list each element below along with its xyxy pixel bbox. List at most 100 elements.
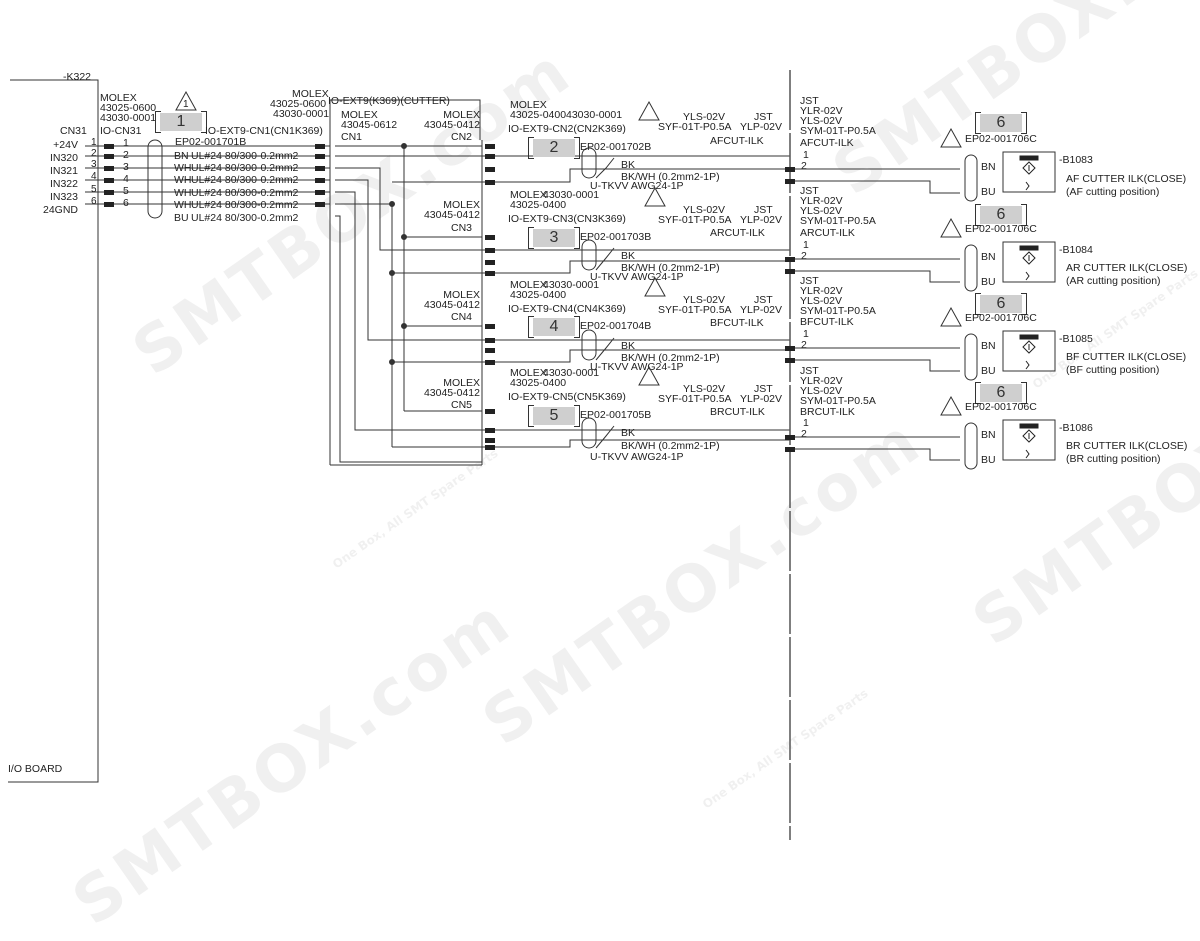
wire-spec: UL#24 80/300-0.2mm2: [191, 174, 299, 186]
ch-far-conn: YLP-02V: [740, 393, 783, 405]
harness-number-badge: 6: [975, 204, 1027, 226]
revision-triangle-icon: [940, 128, 962, 148]
ch-cable: U-TKVV AWG24-1P: [590, 361, 684, 373]
sensor-harness-part: EP02-001706C: [965, 312, 1037, 324]
cable1-harness-part: EP02-001701B: [175, 136, 247, 148]
sensor-desc: (AF cutting position): [1066, 186, 1160, 198]
cn5-maker: MOLEX: [443, 377, 480, 389]
ch-signal: BRCUT-ILK: [710, 406, 765, 418]
cn3-name: CN3: [450, 222, 472, 234]
cn3-maker: MOLEX: [443, 199, 480, 211]
ch-part1: 43025-0400: [510, 109, 567, 121]
sensor-wire2: BU: [981, 365, 996, 377]
ch-maker: MOLEX: [510, 367, 547, 379]
ch-part2: 43030-0001: [566, 109, 623, 121]
pin-number: 1: [803, 328, 809, 340]
ch-part1: 43025-0400: [510, 377, 567, 389]
harness-number-badge: 4: [528, 316, 580, 338]
cable1-maker: MOLEX: [100, 92, 137, 104]
cable1-part2: 43030-0001: [100, 112, 157, 124]
ch-far-conn: YLS-02V: [683, 294, 726, 306]
connector-symbols-outputs: [485, 144, 495, 450]
sensor-ref: -B1084: [1059, 244, 1093, 256]
sensor-wire2: BU: [981, 276, 996, 288]
ch-cable: U-TKVV AWG24-1P: [590, 180, 684, 192]
wire-color: BU: [174, 212, 189, 224]
cn31-label: CN31: [60, 125, 87, 137]
jst-part: YLR-02V: [800, 285, 843, 297]
ch-harness-part: EP02-001704B: [580, 320, 652, 332]
sensor-desc: (AR cutting position): [1066, 275, 1161, 287]
harness-number-badge: 6: [975, 293, 1027, 315]
sensor-harness-part: EP02-001706C: [965, 133, 1037, 145]
ch-wire1: BK: [621, 250, 636, 262]
pin-number: 1: [123, 137, 129, 149]
ch-name: IO-EXT9-CN4(CN4K369): [508, 303, 626, 315]
wire-color: BN: [174, 150, 189, 162]
ch-far-conn: SYF-01T-P0.5A: [658, 393, 732, 405]
ch-far-conn: YLP-02V: [740, 214, 783, 226]
wire-spec: UL#24 80/300-0.2mm2: [191, 162, 299, 174]
jst-part: YLR-02V: [800, 105, 843, 117]
ch-signal: BFCUT-ILK: [710, 317, 764, 329]
pin-number: 5: [91, 184, 97, 195]
pin-number: 2: [801, 339, 807, 351]
sensor-harness-part: EP02-001706C: [965, 223, 1037, 235]
ch-part1: 43025-0400: [510, 289, 567, 301]
ch-wire2: BK/WH (0.2mm2-1P): [621, 262, 720, 274]
jst-part: SYM-01T-P0.5A: [800, 125, 876, 137]
signal-label: IN320: [49, 152, 78, 164]
cable1-right-part2: 43030-0001: [273, 108, 330, 120]
cn5-part: 43045-0412: [423, 387, 480, 399]
connector-symbols-jst: [785, 167, 795, 452]
revision-triangle-icon: [175, 91, 197, 111]
signal-label: IN321: [49, 165, 78, 177]
ch-far-conn: YLP-02V: [740, 304, 783, 316]
ch-name: IO-EXT9-CN5(CN5K369): [508, 391, 626, 403]
pin-number: 1: [803, 417, 809, 429]
wiring-lines: [0, 0, 1200, 900]
ch-maker: MOLEX: [510, 189, 547, 201]
harness-number-badge: 3: [528, 227, 580, 249]
ch-maker: MOLEX: [510, 279, 547, 291]
jst-signal: ARCUT-ILK: [800, 227, 855, 239]
signal-label: 24GND: [42, 204, 78, 216]
ch-far-maker: JST: [754, 294, 773, 306]
sensor-name: AF CUTTER ILK(CLOSE): [1066, 173, 1187, 185]
harness-number-badge: 5: [528, 405, 580, 427]
cn2-maker: MOLEX: [443, 109, 480, 121]
ch-name: IO-EXT9-CN2(CN2K369): [508, 123, 626, 135]
pin-number: 1: [803, 239, 809, 251]
pin-number: 2: [801, 160, 807, 172]
sensor-wire2: BU: [981, 454, 996, 466]
jst-signal: BFCUT-ILK: [800, 316, 854, 328]
ch-far-conn: SYF-01T-P0.5A: [658, 304, 732, 316]
ch-harness-part: EP02-001702B: [580, 141, 652, 153]
harness-number-badge: 6: [975, 382, 1027, 404]
wire-spec: UL#24 80/300-0.2mm2: [191, 150, 299, 162]
cn1-part: 43045-0612: [341, 119, 398, 131]
ch-wire1: BK: [621, 159, 636, 171]
ch-part2: 43030-0001: [543, 189, 600, 201]
ch-part2: 43030-0001: [543, 367, 600, 379]
pin-number: 6: [123, 197, 129, 209]
cable1-name-right: IO-EXT9-CN1(CN1K369): [205, 125, 323, 137]
jst-maker: JST: [800, 365, 819, 377]
io-board-ref: -K322: [63, 71, 92, 83]
jst-part: YLR-02V: [800, 195, 843, 207]
cable1-right-part1: 43025-0600: [270, 98, 327, 110]
sensor-wire2: BU: [981, 186, 996, 198]
revision-mark: 1: [183, 99, 189, 110]
sensor-wire1: BN: [981, 429, 996, 441]
ch-signal: ARCUT-ILK: [710, 227, 765, 239]
wire-color: WH: [174, 162, 192, 174]
jst-signal: AFCUT-ILK: [800, 137, 854, 149]
signal-label: IN322: [49, 178, 78, 190]
sensor-name: BR CUTTER ILK(CLOSE): [1066, 440, 1188, 452]
proximity-sensor-icons: [1020, 156, 1038, 458]
cn3-part: 43045-0412: [423, 209, 480, 221]
pin-number: 2: [123, 149, 129, 161]
ch-far-conn: SYF-01T-P0.5A: [658, 214, 732, 226]
pin-number: 2: [801, 428, 807, 440]
jst-part: SYM-01T-P0.5A: [800, 215, 876, 227]
